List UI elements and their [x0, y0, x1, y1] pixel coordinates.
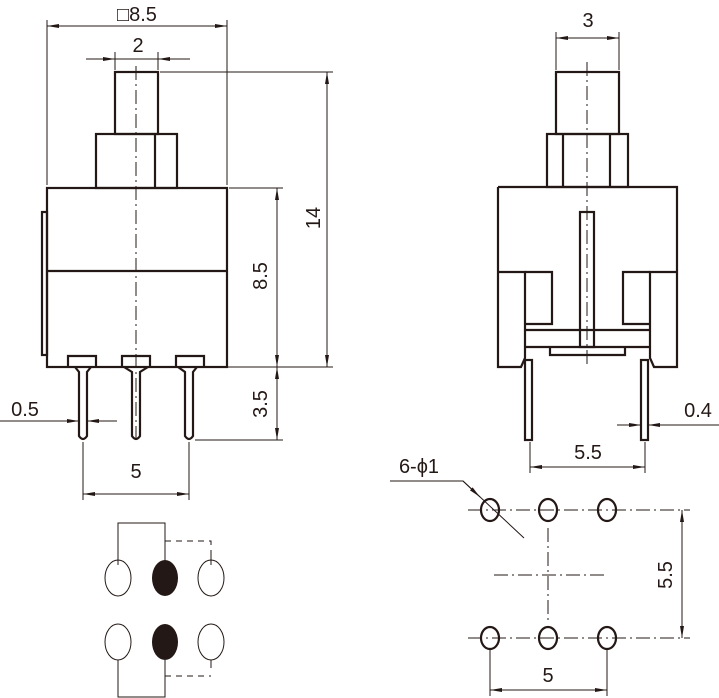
hole [479, 625, 501, 651]
column-pitch-dimension: 5 [542, 665, 553, 687]
contact [104, 623, 132, 661]
pcb-layout: 6-ϕ1 5.5 5 [390, 456, 690, 696]
hole [596, 497, 618, 523]
hole [537, 497, 559, 523]
row-spacing-dimension: 5.5 [655, 561, 677, 589]
hole-spec-label: 6-ϕ1 [399, 456, 439, 478]
front-view: □8.5 2 14 8.5 3.5 0.5 5 [0, 4, 333, 500]
body-outline [45, 186, 229, 369]
pcb-holes [479, 497, 618, 651]
pin-left [523, 358, 534, 442]
common-contact [152, 560, 178, 596]
pins [66, 354, 206, 441]
plunger-width-dimension: 2 [132, 35, 143, 57]
body-height-dimension: 8.5 [250, 262, 272, 290]
pin-width-dimension: 0.5 [11, 399, 39, 421]
side-pin-width-dimension: 0.4 [684, 400, 712, 422]
pin-span-dimension: 5.5 [574, 442, 602, 464]
pin-right [639, 358, 650, 442]
side-plunger-width-dimension: 3 [582, 10, 593, 32]
side-view: 3 5.5 0.4 [496, 10, 719, 473]
pin-pitch-dimension: 5 [130, 461, 141, 483]
contact [197, 623, 225, 661]
hole [479, 497, 501, 523]
hole [596, 625, 618, 651]
contact-schematic [104, 522, 225, 698]
pin-length-dimension: 3.5 [250, 390, 272, 418]
total-height-dimension: 14 [303, 207, 325, 229]
hole [537, 625, 559, 651]
contact [104, 559, 132, 597]
side-tab [40, 210, 49, 357]
contact [197, 559, 225, 597]
common-contact [152, 624, 178, 660]
width-dimension: □8.5 [117, 4, 157, 26]
